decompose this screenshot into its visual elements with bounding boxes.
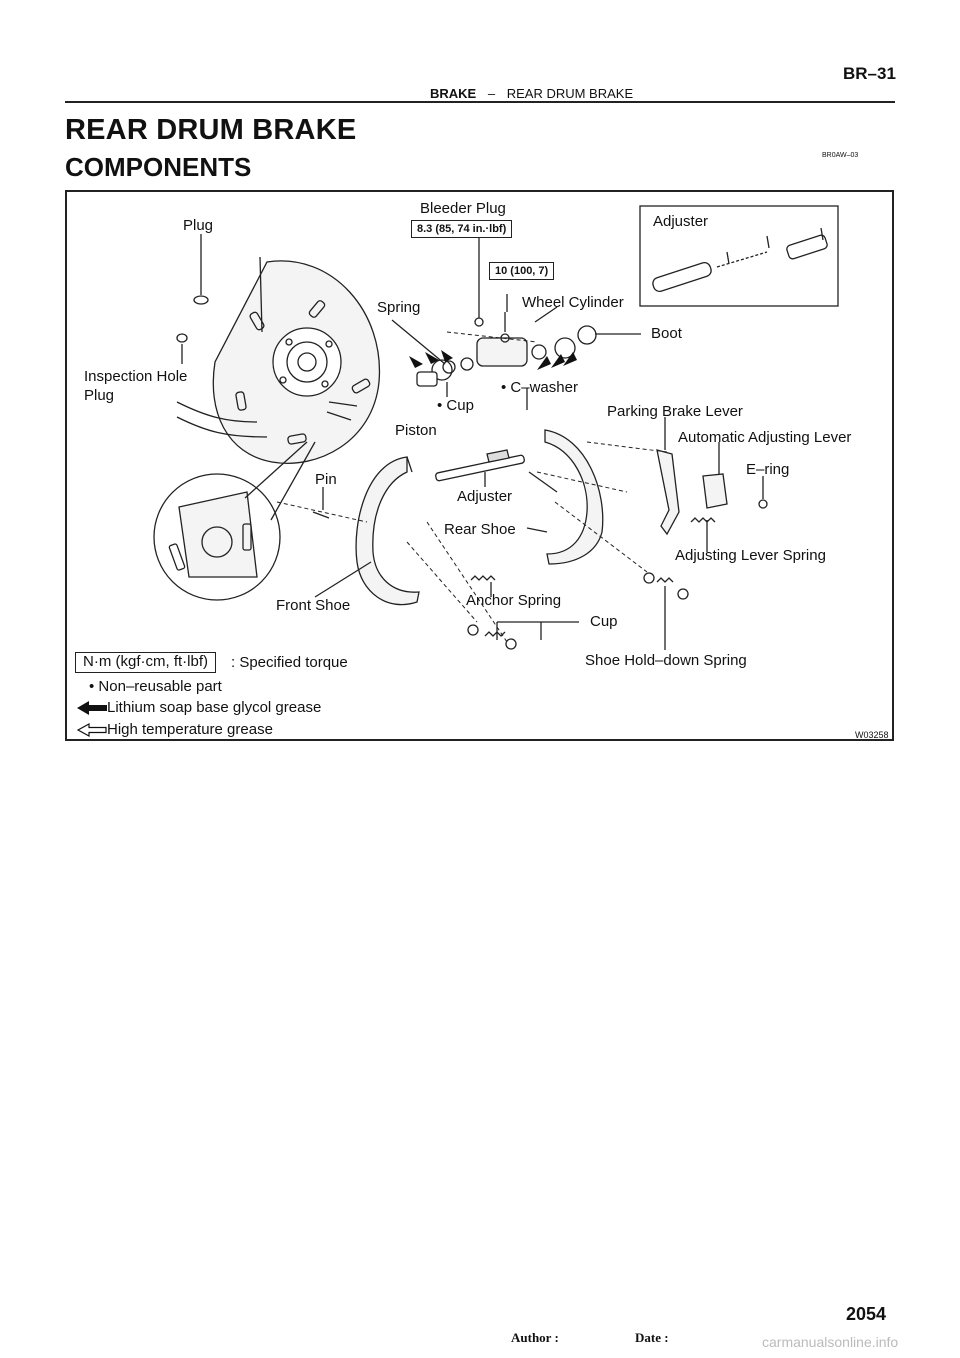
- header-rule: [65, 101, 895, 103]
- label-adjuster-mid: Adjuster: [457, 488, 513, 505]
- label-pin: Pin: [315, 471, 337, 488]
- header-section-name: BRAKE: [430, 86, 477, 101]
- label-bleeder-plug: Bleeder Plug: [420, 200, 506, 217]
- anchor-spring-icon: [470, 575, 496, 581]
- legend-lithium: Lithium soap base glycol grease: [77, 699, 322, 716]
- header-section: BRAKE – REAR DRUM BRAKE: [430, 86, 633, 101]
- label-front-shoe: Front Shoe: [276, 597, 351, 614]
- label-piston: Piston: [395, 422, 437, 439]
- label-wheel-cylinder: Wheel Cylinder: [522, 294, 624, 311]
- header-separator: –: [487, 86, 496, 101]
- exploded-view-drawing: [153, 205, 839, 650]
- label-e-ring: E–ring: [746, 461, 790, 478]
- doc-code: BR0AW–03: [822, 152, 859, 159]
- label-inspection-hole-plug-1: Inspection Hole: [84, 368, 188, 385]
- legend-high-temp: High temperature grease: [77, 721, 273, 738]
- label-cup-bottom: Cup: [590, 613, 618, 630]
- front-shoe-icon: [355, 456, 420, 606]
- backing-plate-icon: [176, 256, 381, 464]
- label-inspection-hole-plug-2: Plug: [84, 387, 115, 404]
- label-spring: Spring: [377, 299, 421, 316]
- hold-down-spring-left-icon: [484, 631, 506, 637]
- boot-icon: [531, 344, 547, 360]
- header-subsection: REAR DRUM BRAKE: [506, 86, 634, 101]
- hold-down-spring-right-icon: [656, 577, 674, 583]
- adjusting-lever-spring-icon: [690, 517, 716, 523]
- label-cup: • Cup: [437, 397, 474, 414]
- adjuster-icon: [435, 449, 525, 482]
- components-figure: Plug Bleeder Plug 8.3 (85, 74 in.·lbf) A…: [65, 190, 894, 741]
- label-cup-text: Cup: [446, 397, 474, 414]
- page-subtitle: COMPONENTS: [65, 152, 252, 182]
- adjuster-inset-icon: [639, 205, 839, 307]
- label-boot: Boot: [651, 325, 682, 342]
- page-code: BR–31: [843, 64, 896, 83]
- label-rear-shoe: Rear Shoe: [444, 521, 516, 538]
- footer-author: Author :: [511, 1330, 559, 1345]
- page-number: 2054: [846, 1304, 887, 1324]
- parking-brake-lever-icon: [656, 449, 680, 536]
- inspection-plug-icon: [176, 333, 188, 343]
- wheel-cylinder-icon: [476, 312, 528, 367]
- bleeder-plug-icon: [474, 317, 484, 327]
- hollow-arrow-icon: [77, 723, 107, 738]
- inset-detail-icon: [153, 441, 316, 601]
- legend-torque-desc: : Specified torque: [231, 654, 348, 671]
- figure-id: W03258: [855, 730, 889, 740]
- rear-shoe-icon: [544, 429, 604, 565]
- page-title: REAR DRUM BRAKE: [65, 114, 357, 146]
- label-anchor-spring: Anchor Spring: [466, 592, 562, 609]
- label-plug: Plug: [183, 217, 214, 234]
- label-adjuster-top: Adjuster: [653, 213, 709, 230]
- cup-bottom-icon: [467, 624, 479, 636]
- watermark: carmanualsonline.info: [762, 1334, 899, 1350]
- legend-lithium-text: Lithium soap base glycol grease: [107, 699, 322, 716]
- torque-bleeder: 8.3 (85, 74 in.·lbf): [411, 220, 513, 239]
- boot-outer-icon: [577, 325, 597, 345]
- automatic-adjusting-lever-icon: [702, 473, 728, 509]
- legend-torque-unit: N·m (kgf·cm, ft·lbf): [75, 652, 216, 673]
- pin-icon: [312, 511, 330, 519]
- legend-non-reusable: • Non–reusable part: [89, 678, 222, 695]
- legend-high-temp-text: High temperature grease: [107, 721, 273, 738]
- cup-icon: [442, 360, 456, 374]
- plug-icon: [193, 295, 209, 305]
- label-adjusting-lever-spring: Adjusting Lever Spring: [675, 547, 826, 564]
- legend-non-reusable-text: Non–reusable part: [98, 678, 222, 695]
- label-shoe-hold-down-spring: Shoe Hold–down Spring: [585, 652, 747, 669]
- label-parking-brake-lever: Parking Brake Lever: [607, 403, 743, 420]
- grease-arrows-icon: [409, 350, 577, 370]
- label-c-washer-text: C–washer: [510, 379, 578, 396]
- torque-cylinder: 10 (100, 7): [489, 262, 555, 281]
- label-c-washer: • C–washer: [501, 379, 578, 396]
- solid-arrow-icon: [77, 701, 107, 716]
- label-automatic-adjusting-lever: Automatic Adjusting Lever: [678, 429, 852, 446]
- footer-date: Date :: [635, 1330, 669, 1345]
- e-ring-icon: [758, 499, 768, 509]
